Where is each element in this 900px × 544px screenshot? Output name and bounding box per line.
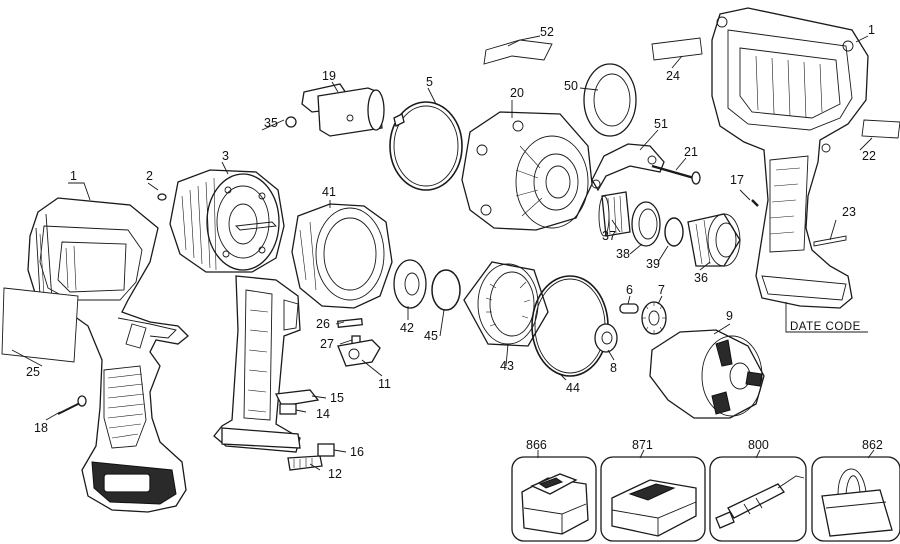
gear-case-20	[461, 111, 593, 231]
ring-39	[664, 217, 684, 247]
date-code-label: DATE CODE	[790, 321, 861, 333]
part-26	[337, 318, 363, 328]
callout-800: 800	[748, 438, 769, 452]
callout-18: 18	[34, 421, 48, 435]
o-ring-44	[531, 275, 609, 377]
callout-37: 37	[602, 229, 616, 243]
motor-assembly	[169, 169, 285, 273]
callout-21: 21	[684, 145, 698, 159]
bearing-38	[631, 201, 661, 247]
callout-45: 45	[424, 329, 438, 343]
callout-42: 42	[400, 321, 414, 335]
label-sheet-52	[483, 39, 553, 65]
callout-26: 26	[316, 317, 330, 331]
callout-7: 7	[658, 283, 665, 297]
callout-866: 866	[526, 438, 547, 452]
screw-18	[57, 395, 87, 415]
callout-862: 862	[862, 438, 883, 452]
callout-15: 15	[330, 391, 344, 405]
washer-8	[594, 323, 618, 353]
callout-22: 22	[862, 149, 876, 163]
part-14	[279, 403, 297, 415]
bracket-51	[591, 143, 665, 192]
callout-27: 27	[320, 337, 334, 351]
planet-gear-7	[641, 301, 667, 335]
spring-37	[598, 191, 631, 237]
label-22	[861, 119, 900, 139]
callout-14: 14	[316, 407, 330, 421]
callout-43: 43	[500, 359, 514, 373]
part-16	[317, 443, 335, 457]
callout-50: 50	[564, 79, 578, 93]
spring-36	[687, 213, 741, 267]
washer-42	[393, 259, 427, 309]
callout-52: 52	[540, 25, 554, 39]
callout-24: 24	[666, 69, 680, 83]
callout-44: 44	[566, 381, 580, 395]
callout-20: 20	[510, 86, 524, 100]
callout-numbers: 1 2 3 19 35 5 20 41 42 45 43 44 8 6 7 9 …	[26, 23, 883, 481]
battery-box-866	[511, 456, 597, 542]
label-24	[651, 37, 703, 61]
leader-lines	[11, 35, 875, 471]
callout-1a: 1	[70, 169, 77, 183]
callout-51: 51	[654, 117, 668, 131]
part-11	[337, 339, 381, 367]
pin-2	[157, 193, 167, 201]
part-15	[275, 389, 320, 407]
callout-2: 2	[146, 169, 153, 183]
right-housing-half	[711, 7, 869, 309]
switch-board-assembly	[213, 275, 301, 453]
callout-3: 3	[222, 149, 229, 163]
ball-35	[285, 116, 297, 128]
callout-25: 25	[26, 365, 40, 379]
left-housing-half	[27, 197, 189, 513]
ring-45	[431, 269, 461, 311]
callout-39: 39	[646, 257, 660, 271]
washer-50	[583, 63, 637, 137]
carrier-9	[649, 329, 765, 419]
callout-19: 19	[322, 69, 336, 83]
anvil-19	[301, 83, 385, 137]
callout-35: 35	[264, 116, 278, 130]
ring-gear-43	[463, 261, 549, 347]
callout-17: 17	[730, 173, 744, 187]
label-sheet-25	[1, 287, 79, 363]
hammer-case-41	[291, 203, 393, 309]
bag-box-862	[811, 456, 900, 542]
pin-6	[619, 303, 639, 314]
label-23	[813, 235, 847, 247]
accessory-box-800	[709, 456, 807, 542]
pin-17	[751, 199, 759, 207]
callout-6: 6	[626, 283, 633, 297]
callout-8: 8	[610, 361, 617, 375]
callout-36: 36	[694, 271, 708, 285]
callout-871: 871	[632, 438, 653, 452]
screw-21	[651, 164, 701, 185]
callout-9: 9	[726, 309, 733, 323]
clip-5	[389, 101, 463, 191]
callout-38: 38	[616, 247, 630, 261]
callout-12: 12	[328, 467, 342, 481]
callout-5: 5	[426, 75, 433, 89]
callout-41: 41	[322, 185, 336, 199]
callout-23: 23	[842, 205, 856, 219]
callout-11: 11	[378, 377, 391, 391]
callout-16: 16	[350, 445, 364, 459]
callout-1b: 1	[868, 23, 875, 37]
charger-box-871	[600, 456, 706, 542]
